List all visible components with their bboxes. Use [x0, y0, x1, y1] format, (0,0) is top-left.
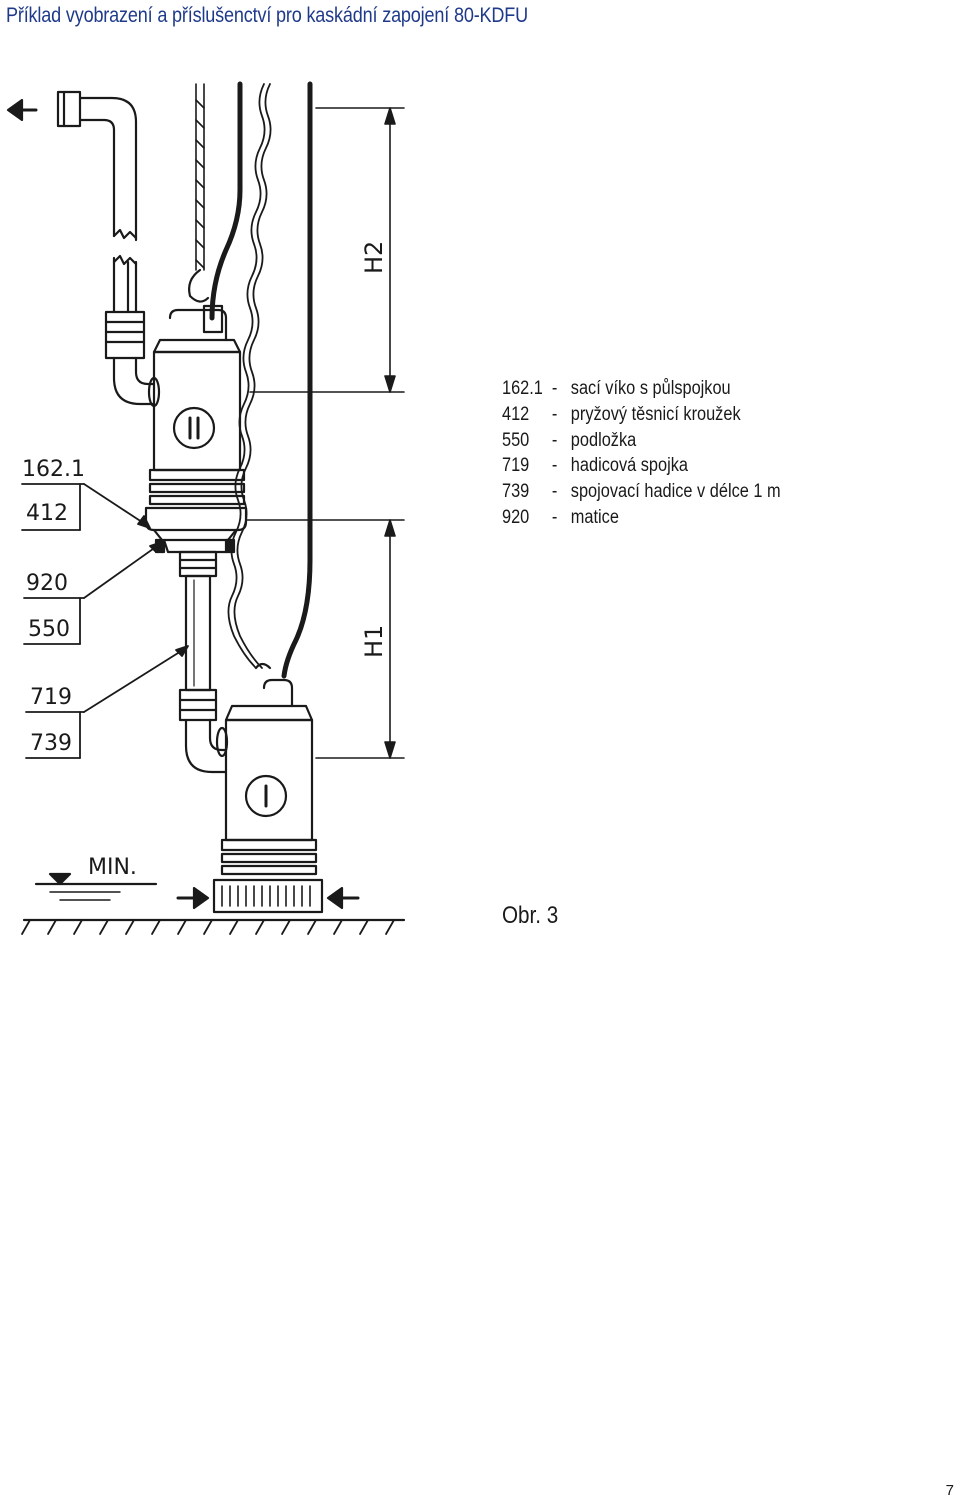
callout-label: 739	[30, 731, 72, 756]
legend-code: 920	[502, 506, 530, 528]
connecting-hose-739	[178, 574, 229, 774]
upper-lift-chain	[188, 83, 210, 303]
inlet-arrow-left-icon	[176, 886, 210, 910]
legend-sep: -	[551, 455, 558, 477]
legend-sep: -	[551, 481, 558, 503]
wavy-cable	[227, 83, 272, 669]
callout-label: 162.1	[22, 457, 85, 482]
legend-code: 550	[502, 429, 530, 451]
legend-text: spojovací hadice v délce 1 m	[570, 481, 781, 503]
legend-row: 920 - matice	[502, 505, 781, 531]
callout-719-739	[25, 645, 189, 759]
legend-sep: -	[551, 378, 558, 399]
figure-caption: Obr. 3	[502, 902, 559, 929]
legend-text: sací víko s půlspojkou	[570, 378, 731, 399]
legend-sep: -	[551, 506, 558, 528]
legend-text: matice	[570, 506, 619, 528]
legend-code: 162.1	[502, 378, 543, 399]
lower-power-cable	[281, 81, 313, 679]
page-number: 7	[945, 1482, 954, 1499]
legend-sep: -	[551, 403, 558, 425]
dimension-h1	[245, 519, 405, 759]
upper-coupling	[104, 310, 161, 408]
legend-row: 719 - hadicová spojka	[502, 453, 781, 479]
callout-label: 719	[30, 685, 72, 710]
legend-code: 719	[502, 455, 530, 477]
page-title: Příklad vyobrazení a příslušenctví pro k…	[6, 4, 529, 27]
legend-code: 412	[502, 403, 530, 425]
inlet-arrow-right-icon	[326, 886, 360, 910]
callout-label: 412	[26, 501, 68, 526]
ground-line	[21, 918, 406, 935]
legend-row: 550 - podložka	[502, 428, 781, 454]
callout-162-412	[21, 483, 151, 531]
outlet-arrow-icon	[6, 98, 38, 122]
legend-text: hadicová spojka	[570, 455, 688, 477]
water-level-mark	[34, 872, 158, 901]
water-level-label: MIN.	[88, 855, 137, 880]
callout-920-550	[23, 541, 163, 645]
dimension-label-h1: H1	[360, 625, 388, 658]
legend-text: podložka	[570, 429, 637, 451]
legend-row: 162.1 - sací víko s půlspojkou	[502, 376, 781, 402]
outlet-elbow-pipe	[56, 90, 138, 314]
upper-pump-body	[144, 304, 248, 578]
parts-legend: 162.1 - sací víko s půlspojkou 412 - pry…	[502, 376, 781, 531]
callout-label: 550	[28, 617, 70, 642]
dimension-label-h2: H2	[360, 241, 388, 274]
callout-label: 920	[26, 571, 68, 596]
dimension-h2	[249, 107, 405, 393]
upper-power-cable	[209, 81, 243, 321]
legend-text: pryžový těsnicí kroužek	[570, 403, 741, 425]
legend-row: 739 - spojovací hadice v délce 1 m	[502, 479, 781, 505]
lower-pump-body	[212, 662, 324, 914]
legend-sep: -	[551, 429, 558, 451]
legend-row: 412 - pryžový těsnicí kroužek	[502, 402, 781, 428]
cascade-pump-drawing: 162.1 412 920 550 719 739 MIN. H2 H1	[6, 81, 406, 935]
legend-code: 739	[502, 481, 530, 503]
